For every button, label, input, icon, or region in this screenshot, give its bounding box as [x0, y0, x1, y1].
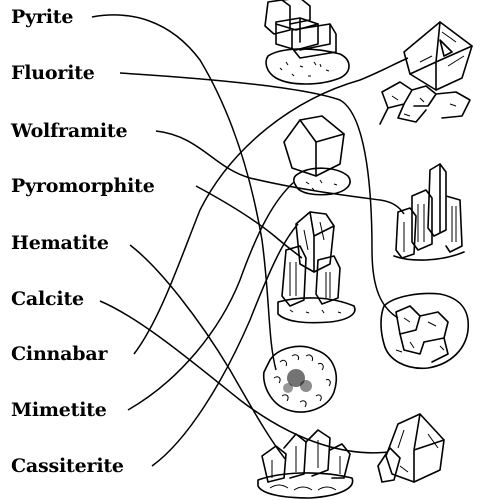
line-pyromorphite	[196, 186, 302, 258]
crystal-drawing-8	[378, 414, 444, 482]
connecting-lines	[92, 15, 408, 466]
crystal-drawing-1	[265, 0, 349, 84]
line-hematite	[130, 245, 286, 460]
crystal-drawing-5	[278, 212, 355, 323]
mineral-label-cinnabar: Cinnabar	[11, 343, 107, 365]
crystal-drawing-4	[394, 164, 464, 260]
line-calcite	[100, 301, 388, 453]
line-cassiterite	[152, 224, 298, 466]
mineral-label-pyrite: Pyrite	[11, 6, 73, 28]
mineral-label-hematite: Hematite	[11, 232, 109, 254]
crystal-drawing-7	[264, 346, 337, 412]
crystal-drawing-2	[380, 22, 472, 124]
line-cinnabar	[134, 58, 408, 354]
line-wolframite	[156, 131, 404, 214]
crystal-drawing-6	[381, 294, 468, 369]
mineral-label-fluorite: Fluorite	[11, 62, 95, 84]
mineral-label-wolframite: Wolframite	[11, 120, 127, 142]
mineral-label-mimetite: Mimetite	[11, 399, 107, 421]
mineral-label-calcite: Calcite	[11, 288, 84, 310]
mineral-label-pyromorphite: Pyromorphite	[11, 175, 155, 197]
mineral-label-cassiterite: Cassiterite	[11, 455, 124, 477]
line-fluorite	[120, 73, 398, 318]
